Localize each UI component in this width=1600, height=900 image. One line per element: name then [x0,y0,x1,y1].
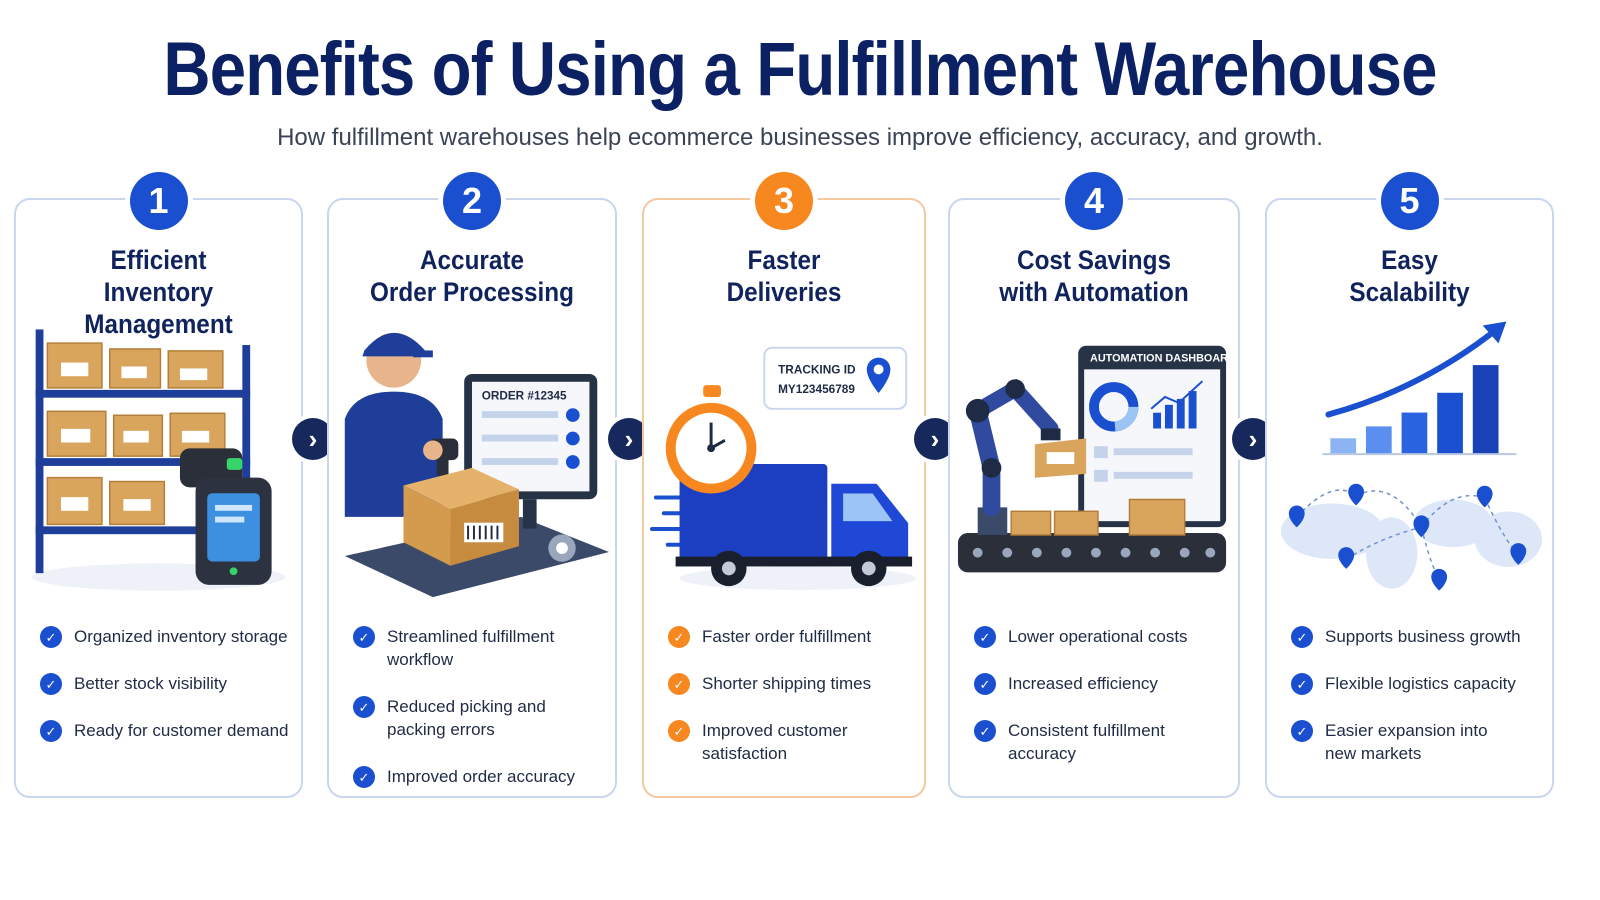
list-item: ✓Faster order fulfillment [668,625,914,648]
benefit-list: ✓Supports business growth ✓Flexible logi… [1291,625,1542,789]
check-icon: ✓ [40,626,62,648]
worker-scanning-package-icon: ORDER #12345 [335,318,609,608]
check-icon: ✓ [974,673,996,695]
check-icon: ✓ [40,673,62,695]
list-item: ✓Reduced picking and packing errors [353,695,553,741]
check-icon: ✓ [1291,673,1313,695]
list-item: ✓Streamlined fulfillment workflow [353,625,605,671]
page-title: Benefits of Using a Fulfillment Warehous… [163,27,1437,112]
check-icon: ✓ [353,766,375,788]
check-icon: ✓ [353,696,375,718]
list-item: ✓Improved customer satisfaction [668,719,914,765]
benefit-list: ✓Streamlined fulfillment workflow ✓Reduc… [353,625,605,812]
card-title: Faster Deliveries [658,244,910,308]
card-title: Accurate Order Processing [343,244,600,308]
step-number-badge: 1 [129,172,188,230]
card-title-line1: Easy [1381,245,1438,275]
check-icon: ✓ [353,626,375,648]
check-icon: ✓ [1291,720,1313,742]
list-item: ✓Increased efficiency [974,672,1228,695]
card-title-line2: Inventory Management [84,277,233,339]
check-icon: ✓ [668,673,690,695]
growth-chart-world-map-icon [1273,318,1546,608]
step-number-badge: 5 [1380,172,1439,230]
list-item: ✓Better stock visibility [40,672,291,695]
card-title-line2: Scalability [1349,277,1470,307]
list-item: ✓Flexible logistics capacity [1291,672,1542,695]
card-title-line1: Faster [747,245,821,275]
list-item: ✓Supports business growth [1291,625,1542,648]
list-item: ✓Easier expansion into new markets [1291,719,1501,765]
check-icon: ✓ [1291,626,1313,648]
card-title: Easy Scalability [1281,244,1538,308]
benefit-list: ✓Organized inventory storage ✓Better sto… [40,625,291,766]
card-title-line1: Efficient [110,245,207,275]
tracking-id: MY123456789 [778,382,855,396]
card-title: Cost Savings with Automation [964,244,1223,308]
list-item: ✓Improved order accuracy [353,765,605,788]
list-item: ✓Lower operational costs [974,625,1228,648]
step-number-badge: 2 [443,172,501,230]
card-title-line2: with Automation [999,277,1189,307]
list-item: ✓Shorter shipping times [668,672,914,695]
card-title: Efficient Inventory Management [30,244,287,340]
check-icon: ✓ [40,720,62,742]
card-title-line2: Order Processing [370,277,574,307]
benefit-card-scalability: 5 Easy Scalability [1265,172,1554,798]
check-icon: ✓ [974,720,996,742]
robot-arm-conveyor-icon: AUTOMATION DASHBOARD [956,318,1236,608]
benefit-list: ✓Faster order fulfillment ✓Shorter shipp… [668,625,914,789]
check-icon: ✓ [974,626,996,648]
tracking-label: TRACKING ID [778,362,856,376]
step-number-badge: 4 [1065,172,1123,230]
benefit-card-automation: 4 Cost Savings with Automation AUTOMATIO… [948,172,1240,798]
card-title-line2: Deliveries [726,277,842,307]
benefit-card-order-processing: 2 Accurate Order Processing ORDER #12345 [327,172,617,798]
page-subtitle: How fulfillment warehouses help ecommerc… [277,124,1323,151]
dashboard-label: AUTOMATION DASHBOARD [1090,352,1232,364]
card-title-line1: Cost Savings [1017,245,1171,275]
check-icon: ✓ [668,626,690,648]
warehouse-shelves-scanner-icon [22,318,295,608]
benefit-list: ✓Lower operational costs ✓Increased effi… [974,625,1228,789]
list-item: ✓Consistent fulfillment accuracy [974,719,1228,765]
card-title-line1: Accurate [419,245,525,275]
check-icon: ✓ [668,720,690,742]
list-item: ✓Organized inventory storage [40,625,291,648]
list-item: ✓Ready for customer demand [40,719,291,742]
benefit-card-inventory: 1 Efficient Inventory Management [14,172,303,798]
order-label: ORDER #12345 [482,389,567,402]
benefit-card-deliveries: 3 Faster Deliveries TRACKING ID MY123456… [642,172,926,798]
step-number-badge: 3 [755,172,813,230]
stopwatch-delivery-truck-icon: TRACKING ID MY123456789 [650,318,918,608]
